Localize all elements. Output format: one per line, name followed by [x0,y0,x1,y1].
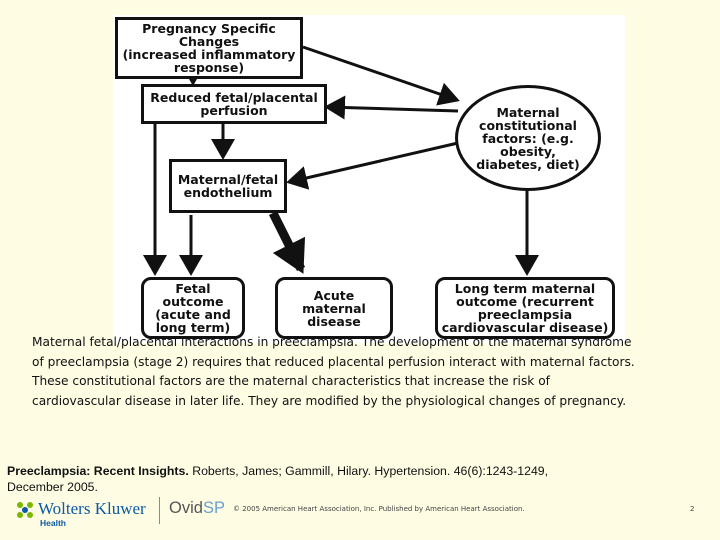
maternal-factors-ellipse: Maternal constitutional factors: (e.g. o… [455,85,601,191]
endothelium-box: Maternal/fetal endothelium [169,159,287,213]
citation: Preeclampsia: Recent Insights. Roberts, … [7,463,607,495]
figure-caption: Maternal fetal/placental interactions in… [32,335,635,408]
page-number: 2 [690,505,695,513]
wolters-kluwer-health-label: Health [40,518,66,528]
pregnancy-changes-box: Pregnancy Specific Changes (increased in… [115,17,303,79]
wolters-kluwer-wordmark: Wolters Kluwer [38,499,146,518]
wolters-kluwer-logo-icon [17,502,33,518]
long-term-outcome-box: Long term maternal outcome (recurrent pr… [435,277,615,339]
diagram-figure: Pregnancy Specific Changes (increased in… [113,15,625,343]
ovid-sp-suffix: SP [202,499,225,517]
arrow-pregnancy-to-factors [302,45,460,106]
copyright-notice: © 2005 American Heart Association, Inc. … [233,505,525,513]
arrow-endothelium-to-acute [268,210,306,274]
ovid-wordmark: Ovid [169,499,203,517]
arrow-factors-to-reduced [324,95,459,120]
reduced-perfusion-box: Reduced fetal/placental perfusion [141,84,327,124]
logo-divider [159,497,160,524]
acute-maternal-disease-box: Acute maternal disease [275,277,393,339]
citation-title: Preeclampsia: Recent Insights. [7,464,189,478]
publisher-logos: Wolters Kluwer Health OvidSP [14,497,225,529]
diagram-connectors [143,45,539,276]
citation-details: Roberts, James; Gammill, Hilary. Hyperte… [7,464,549,494]
fetal-outcome-box: Fetal outcome (acute and long term) [141,277,245,339]
ovidsp-logo: OvidSP [169,499,225,518]
arrow-factors-to-endothelium [286,141,459,190]
